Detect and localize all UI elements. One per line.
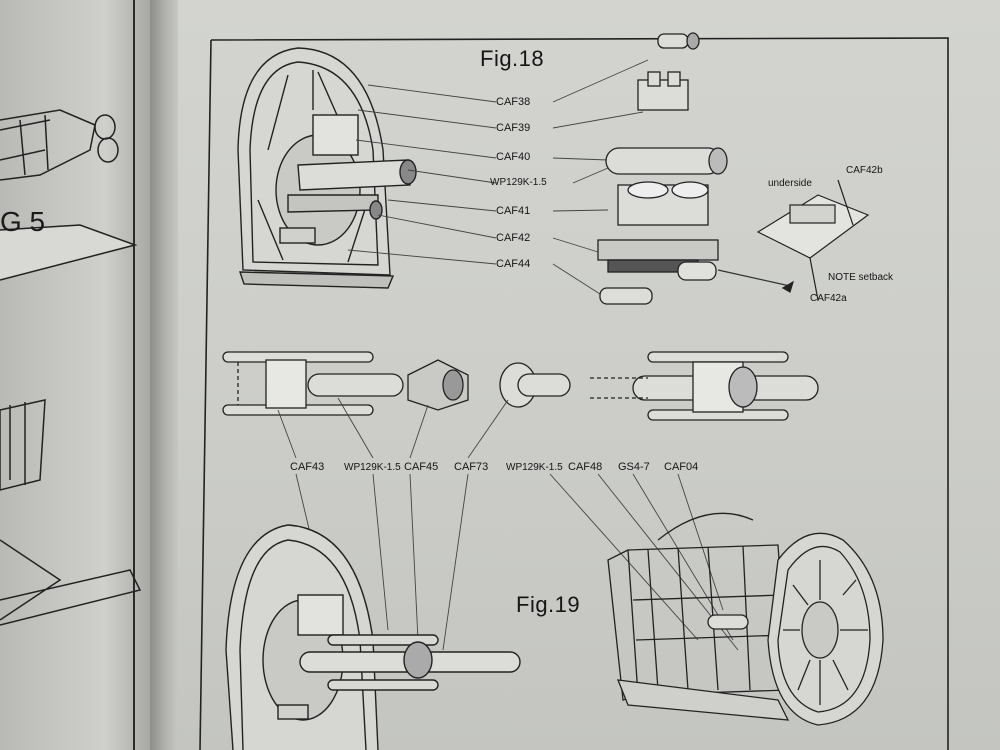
caf42-detail <box>717 179 870 301</box>
assembly-drawing <box>199 32 949 750</box>
part-caf44 <box>599 287 653 305</box>
callout-caf45: CAF45 <box>404 461 439 473</box>
detail-underside-label: underside <box>768 178 812 189</box>
book-gutter <box>150 0 180 750</box>
callout-caf38: CAF38 <box>496 96 531 108</box>
callout-wp129k-fig18: WP129K-1.5 <box>490 177 547 188</box>
fig18-parts <box>597 32 728 305</box>
detail-caf42b-label: CAF42b <box>846 165 883 176</box>
right-page: Fig.18 CAF38 CAF39 CAF40 WP129K-1.5 CAF4… <box>178 0 1000 750</box>
part-wp129k <box>605 147 722 175</box>
left-page-frame <box>0 0 135 750</box>
detail-caf42a-label: CAF42a <box>810 293 847 304</box>
fig19-frame <box>607 512 884 726</box>
callout-caf41: CAF41 <box>496 205 531 217</box>
callout-caf42: CAF42 <box>496 232 531 244</box>
callout-wp129k-a: WP129K-1.5 <box>344 462 401 473</box>
left-figure-label: G 5 <box>0 206 46 237</box>
callout-wp129k-b: WP129K-1.5 <box>506 462 563 473</box>
fig18-leaders <box>347 59 649 295</box>
part-caf42 <box>597 239 719 261</box>
fig19-title: Fig.19 <box>516 592 581 617</box>
detail-note-label: NOTE setback <box>828 272 894 283</box>
fig19-wheel <box>225 524 521 750</box>
callout-caf40: CAF40 <box>496 151 531 163</box>
callout-caf48: CAF48 <box>568 461 603 473</box>
callout-caf73: CAF73 <box>454 461 489 473</box>
left-page-drawing <box>0 109 142 626</box>
middle-assembly <box>222 351 819 421</box>
callout-caf44: CAF44 <box>496 258 531 270</box>
callout-caf43: CAF43 <box>290 461 325 473</box>
callout-gs4-7: GS4-7 <box>618 461 650 473</box>
part-caf38 <box>657 33 689 49</box>
callout-caf04: CAF04 <box>664 461 699 473</box>
left-page: G 5 <box>0 0 150 750</box>
page-frame <box>199 37 949 750</box>
callout-caf39: CAF39 <box>496 122 531 134</box>
fig18-wheel <box>237 47 417 289</box>
fig18-title: Fig.18 <box>480 46 545 71</box>
